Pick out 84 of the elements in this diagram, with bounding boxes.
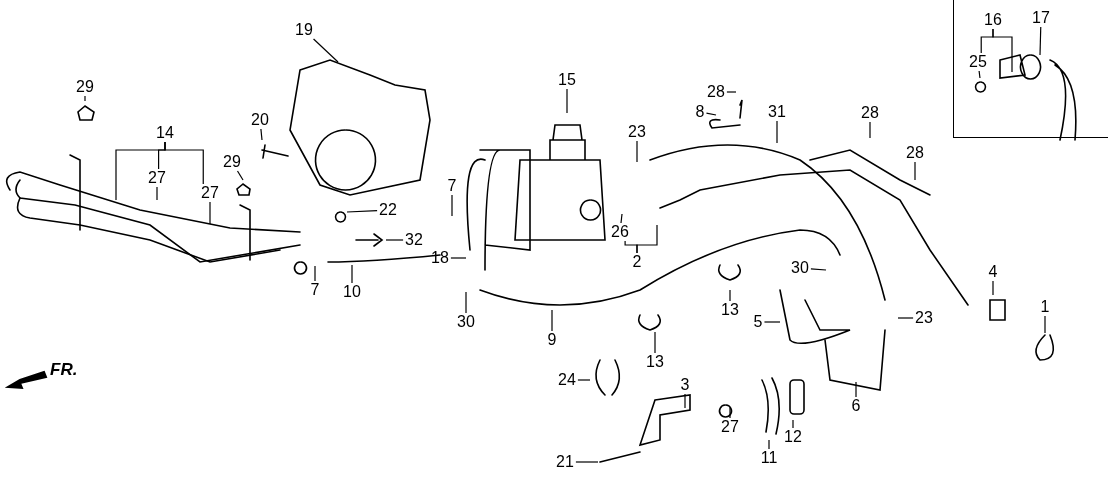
callout-number: 11 xyxy=(758,449,780,467)
callout-number: 27 xyxy=(719,418,741,436)
callout-number: 30 xyxy=(789,259,811,277)
callout-number: 23 xyxy=(913,309,935,327)
callout-number: 22 xyxy=(377,201,399,219)
callout-number: 1 xyxy=(1038,298,1052,316)
callout-number: 13 xyxy=(644,353,666,371)
callout-number: 20 xyxy=(249,111,271,129)
leader-line xyxy=(729,407,731,419)
leader-line xyxy=(897,317,914,319)
leader-line xyxy=(314,265,316,282)
leader-line xyxy=(729,289,731,302)
callout-number: 29 xyxy=(221,153,243,171)
leader-line xyxy=(575,461,599,463)
callout-number: 25 xyxy=(967,53,989,71)
callout-number: 21 xyxy=(554,453,576,471)
callout-number: 4 xyxy=(986,263,1000,281)
callout-number: 27 xyxy=(199,184,221,202)
callout-number: 10 xyxy=(341,283,363,301)
leader-line xyxy=(1044,315,1046,334)
leader-line xyxy=(84,95,86,102)
leader-line xyxy=(620,213,623,224)
leader-line xyxy=(577,379,591,381)
leader-line xyxy=(260,128,263,141)
callout-number: 7 xyxy=(445,177,459,195)
leader-line xyxy=(914,161,916,181)
callout-number: 2 xyxy=(630,253,644,271)
callout-number: 32 xyxy=(403,231,425,249)
callout-number: 3 xyxy=(678,376,692,394)
leader-line xyxy=(450,257,467,259)
callout-number: 12 xyxy=(782,428,804,446)
callout-number: 8 xyxy=(693,103,707,121)
callout-number: 24 xyxy=(556,371,578,389)
callout-number: 7 xyxy=(308,281,322,299)
leader-line xyxy=(465,291,467,314)
callout-number: 19 xyxy=(293,21,315,39)
leader-line xyxy=(156,186,158,201)
callout-number: 29 xyxy=(74,78,96,96)
leader-line xyxy=(992,28,1013,73)
leader-line xyxy=(351,264,353,284)
leader-line xyxy=(763,321,781,323)
leader-line xyxy=(1039,26,1042,56)
front-direction-label: FR. xyxy=(50,360,78,380)
callout-number: 28 xyxy=(859,104,881,122)
leader-line xyxy=(451,194,453,217)
leader-line xyxy=(978,70,981,79)
callout-number: 17 xyxy=(1030,9,1052,27)
leader-line xyxy=(566,88,568,114)
leader-line xyxy=(654,331,656,354)
leader-line xyxy=(992,280,994,296)
callout-number: 9 xyxy=(545,331,559,349)
callout-number: 26 xyxy=(609,223,631,241)
leader-line xyxy=(705,112,717,116)
callout-number: 28 xyxy=(904,144,926,162)
callout-number: 6 xyxy=(849,397,863,415)
leader-line xyxy=(684,393,686,409)
leader-line xyxy=(776,120,778,144)
callout-number: 30 xyxy=(455,313,477,331)
leader-line xyxy=(209,201,211,225)
leader-line xyxy=(869,121,871,139)
leader-line xyxy=(726,91,737,93)
callout-number: 13 xyxy=(719,301,741,319)
inset-frame xyxy=(953,0,1108,138)
leader-line xyxy=(346,209,378,213)
leader-line xyxy=(636,140,638,163)
leader-line xyxy=(312,38,339,63)
leader-line xyxy=(768,439,770,450)
callout-number: 23 xyxy=(626,123,648,141)
callout-number: 28 xyxy=(705,83,727,101)
callout-number: 16 xyxy=(982,11,1004,29)
leader-line xyxy=(792,419,794,429)
leader-line xyxy=(855,381,857,398)
callout-number: 15 xyxy=(556,71,578,89)
callout-number: 18 xyxy=(429,249,451,267)
leader-line xyxy=(551,309,553,332)
callout-number: 5 xyxy=(751,313,765,331)
callout-number: 27 xyxy=(146,169,168,187)
callout-number: 31 xyxy=(766,103,788,121)
leader-line xyxy=(810,268,827,271)
leader-line xyxy=(636,224,658,254)
leader-line xyxy=(164,141,204,185)
callout-number: 14 xyxy=(154,124,176,142)
leader-line xyxy=(236,170,244,181)
leader-line xyxy=(385,239,404,241)
